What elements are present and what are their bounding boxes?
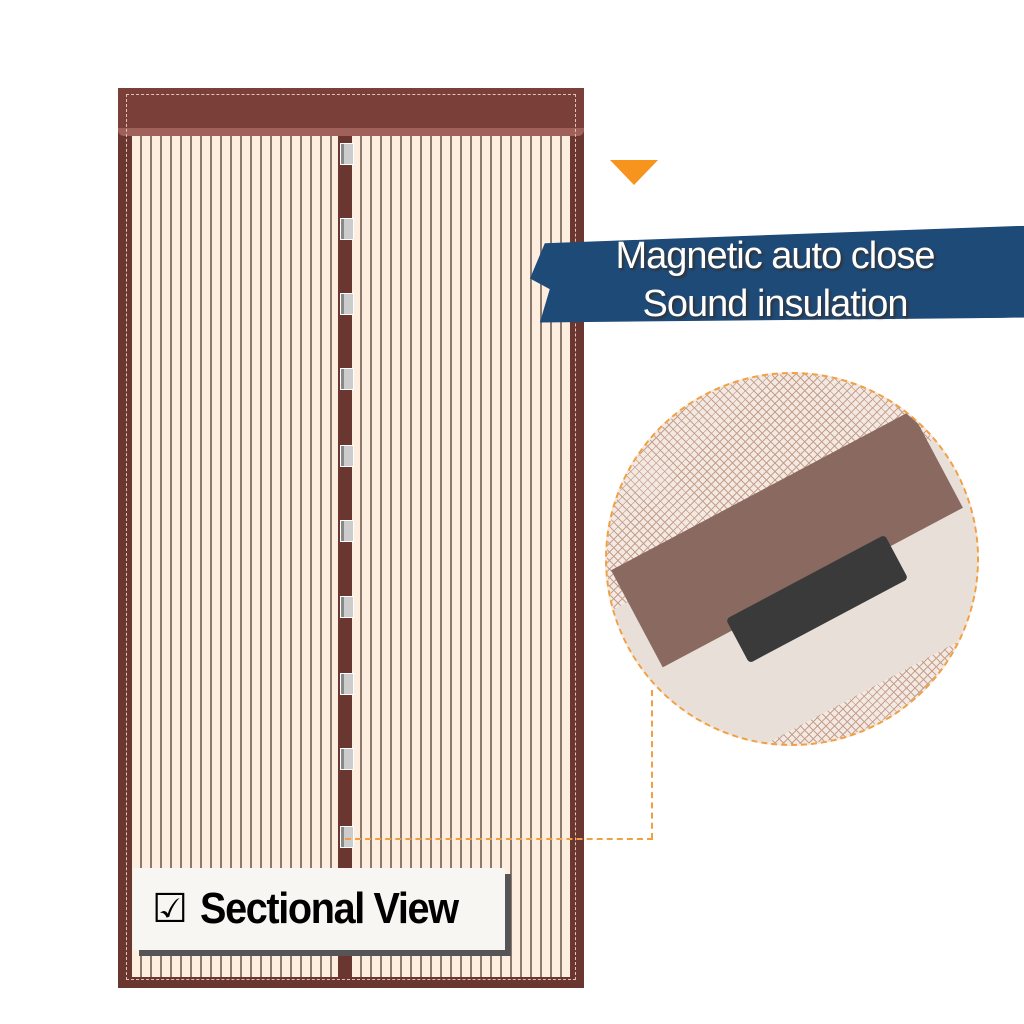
magnet	[340, 293, 354, 315]
magnet	[340, 218, 354, 240]
magnet-closeup	[605, 372, 979, 746]
magnet	[340, 748, 354, 770]
checkbox-icon: ☑	[152, 887, 188, 931]
callout-line-horizontal	[345, 838, 653, 840]
sectional-view-label	[133, 868, 505, 950]
magnet	[340, 826, 354, 848]
banner-line-2: Sound insulation	[642, 283, 909, 325]
sectional-view-text: Sectional View	[200, 884, 459, 933]
triangle-pointer-icon	[610, 160, 658, 185]
magnet	[340, 596, 354, 618]
magnet	[340, 520, 354, 542]
feature-banner-text: Magnetic auto close Sound insulation	[560, 232, 990, 328]
magnetic-screen-door	[118, 88, 584, 988]
callout-line-vertical	[651, 690, 653, 839]
magnet	[340, 673, 354, 695]
magnet	[340, 368, 354, 390]
banner-line-1: Magnetic auto close	[615, 235, 936, 277]
magnet	[340, 143, 354, 165]
top-valance	[118, 88, 584, 136]
magnet	[340, 445, 354, 467]
left-mesh-panel	[132, 135, 338, 977]
